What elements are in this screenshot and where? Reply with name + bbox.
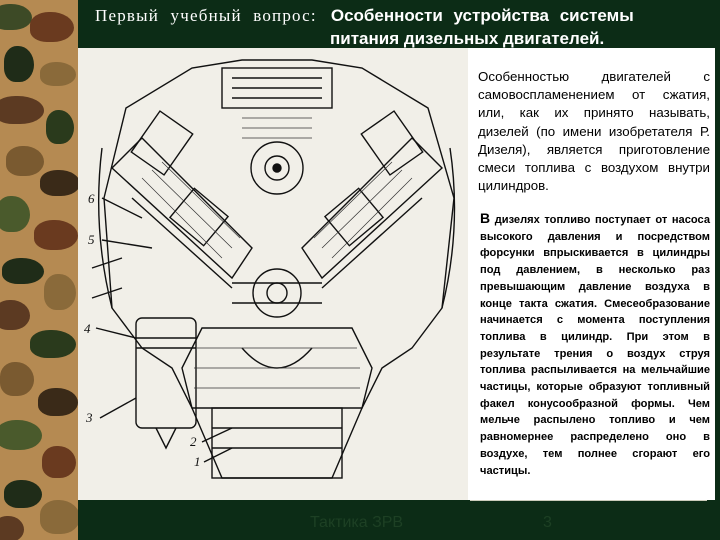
paragraph-body: дизелях топливо поступает от насоса высо… <box>480 214 710 477</box>
engine-label-6: 6 <box>88 191 95 206</box>
camouflage-strip <box>0 0 78 540</box>
engine-cross-section-drawing: 6 5 4 3 2 1 <box>84 59 456 479</box>
engine-label-1: 1 <box>194 454 201 469</box>
title-bold-line1: Особенности устройства системы <box>330 6 634 25</box>
paragraph-diesel-feature: Особенностью двигателей с самовоспламене… <box>478 69 710 194</box>
engine-label-5: 5 <box>88 232 95 247</box>
footer-page-number: 3 <box>543 514 552 531</box>
paragraph-first-word: В <box>480 210 491 226</box>
title-bold-line2: питания дизельных двигателей. <box>330 29 605 48</box>
engine-label-3: 3 <box>85 410 93 425</box>
slide-title: Первый учебный вопрос: Особенности устрой… <box>95 4 705 50</box>
engine-label-4: 4 <box>84 321 91 336</box>
title-lead: Первый учебный вопрос: <box>95 6 317 25</box>
divider-line <box>470 500 707 501</box>
paragraph-fuel-injection: В дизелях топливо поступает от насоса вы… <box>480 210 710 479</box>
engine-label-2: 2 <box>190 434 197 449</box>
footer-course: Тактика ЗРВ <box>310 514 404 531</box>
